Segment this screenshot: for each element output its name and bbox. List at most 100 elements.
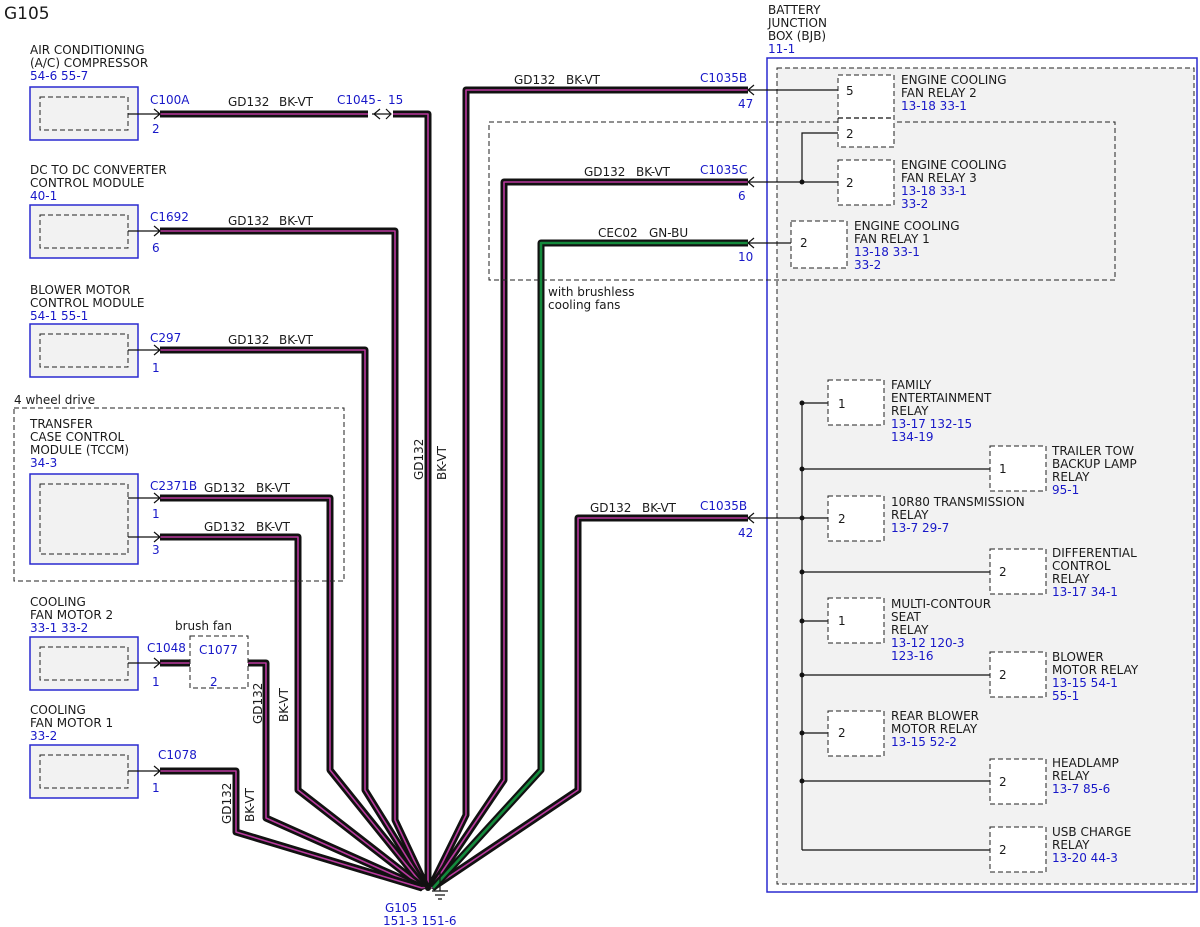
tccm-option-frame <box>13 407 345 582</box>
svg-text:ENTERTAINMENT: ENTERTAINMENT <box>891 391 992 405</box>
svg-text:2: 2 <box>999 565 1007 579</box>
relay-multi-contour-seat: 1 MULTI-CONTOUR SEAT RELAY 13-12 120-3 1… <box>827 597 991 663</box>
fan1-label-1: COOLING <box>30 703 86 717</box>
bjb-pin-bot: 42 <box>738 526 753 540</box>
svg-text:RELAY: RELAY <box>891 623 929 637</box>
relay-engine-cooling-fan-3: 2 ENGINE COOLING FAN RELAY 3 13-18 33-1 … <box>837 158 1007 211</box>
svg-text:33-2: 33-2 <box>854 258 881 272</box>
ac-refs: 54-6 55-7 <box>30 69 88 83</box>
relay-rear-blower: 2 REAR BLOWER MOTOR RELAY 13-15 52-2 <box>827 709 979 757</box>
svg-text:13-15 54-1: 13-15 54-1 <box>1052 676 1118 690</box>
dcdc-box <box>29 204 139 259</box>
svg-text:2: 2 <box>846 127 854 141</box>
bjb-pin-top: 47 <box>738 97 753 111</box>
bjb-outline <box>766 57 1198 893</box>
svg-text:2: 2 <box>846 176 854 190</box>
svg-text:ENGINE COOLING: ENGINE COOLING <box>901 158 1007 172</box>
ground-label: G105 <box>385 901 417 915</box>
fan1-wire-circuit: GD132 <box>220 783 234 824</box>
svg-text:13-15 52-2: 13-15 52-2 <box>891 735 957 749</box>
svg-text:RELAY: RELAY <box>1052 572 1090 586</box>
wire-bjb42-color: BK-VT <box>642 501 677 515</box>
svg-text:13-18 33-1: 13-18 33-1 <box>901 184 967 198</box>
wire-ac-circuit: GD132 <box>228 95 269 109</box>
blower-pin: 1 <box>152 361 160 375</box>
fan2-inline-label: brush fan <box>175 619 232 633</box>
svg-text:MOTOR RELAY: MOTOR RELAY <box>891 722 978 736</box>
svg-text:ENGINE COOLING: ENGINE COOLING <box>854 219 960 233</box>
wire-bjb6-color: BK-VT <box>636 165 671 179</box>
relay-headlamp: 2 HEADLAMP RELAY 13-7 85-6 <box>989 756 1119 805</box>
tccm-label-1: TRANSFER <box>29 417 93 431</box>
trunk-color: BK-VT <box>435 445 449 480</box>
fan-motor-1: COOLING FAN MOTOR 1 33-2 C1078 1 <box>29 703 197 799</box>
relay-family-entertainment: 1 FAMILY ENTERTAINMENT RELAY 13-17 132-1… <box>827 378 992 444</box>
wire-dcdc-circuit: GD132 <box>228 214 269 228</box>
ac-pin: 2 <box>152 122 160 136</box>
tccm-option: 4 wheel drive <box>14 393 95 407</box>
blower-box <box>29 323 139 378</box>
ac-connector: C100A <box>150 93 190 107</box>
wire-tccm1-color: BK-VT <box>256 481 291 495</box>
fan1-pin: 1 <box>152 781 160 795</box>
fan1-wire-color: BK-VT <box>243 787 257 822</box>
blower-refs: 54-1 55-1 <box>30 309 88 323</box>
fan2-box <box>29 636 139 691</box>
wire-cec02-circuit: CEC02 <box>598 226 638 240</box>
svg-text:123-16: 123-16 <box>891 649 934 663</box>
wire-bjb-47 <box>426 86 748 890</box>
wire-blower-circuit: GD132 <box>228 333 269 347</box>
tccm-module: 4 wheel drive TRANSFER CASE CONTROL MODU… <box>13 393 345 582</box>
svg-text:13-7 85-6: 13-7 85-6 <box>1052 782 1110 796</box>
tccm-refs: 34-3 <box>30 456 57 470</box>
svg-text:1: 1 <box>999 462 1007 476</box>
fan2-inline-pin: 2 <box>210 675 218 689</box>
inline-dash: - <box>377 93 381 107</box>
ac-label-2: (A/C) COMPRESSOR <box>30 56 148 70</box>
ac-compressor: AIR CONDITIONING (A/C) COMPRESSOR 54-6 5… <box>29 43 190 141</box>
bjb-label-2: JUNCTION <box>767 16 827 30</box>
wire-labels: GD132 BK-VT C1045 - 15 GD132 BK-VT GD132… <box>204 73 688 824</box>
blower-connector: C297 <box>150 331 181 345</box>
svg-text:RELAY: RELAY <box>891 404 929 418</box>
relay-blower-motor: 2 BLOWER MOTOR RELAY 13-15 54-1 55-1 <box>989 650 1139 703</box>
svg-text:13-17 34-1: 13-17 34-1 <box>1052 585 1118 599</box>
svg-text:USB CHARGE: USB CHARGE <box>1052 825 1131 839</box>
svg-text:2: 2 <box>999 843 1007 857</box>
relay-differential: 2 DIFFERENTIAL CONTROL RELAY 13-17 34-1 <box>989 546 1137 599</box>
bjb-ref: 11-1 <box>768 42 795 56</box>
tccm-label-2: CASE CONTROL <box>30 430 125 444</box>
relay-usb-charge: 2 USB CHARGE RELAY 13-20 44-3 <box>989 825 1131 873</box>
svg-text:MULTI-CONTOUR: MULTI-CONTOUR <box>891 597 991 611</box>
svg-text:RELAY: RELAY <box>891 508 929 522</box>
svg-text:RELAY: RELAY <box>1052 470 1090 484</box>
svg-text:BLOWER: BLOWER <box>1052 650 1104 664</box>
svg-text:RELAY: RELAY <box>1052 769 1090 783</box>
tccm-box <box>29 473 139 565</box>
relay-engine-cooling-fan-1: 2 ENGINE COOLING FAN RELAY 1 13-18 33-1 … <box>790 219 960 272</box>
wire-ac-color: BK-VT <box>279 95 314 109</box>
wire-bjb47-color: BK-VT <box>566 73 601 87</box>
relay-trailer-tow: 1 TRAILER TOW BACKUP LAMP RELAY 95-1 <box>989 444 1137 497</box>
svg-text:DIFFERENTIAL: DIFFERENTIAL <box>1052 546 1137 560</box>
wire-dcdc <box>160 227 431 890</box>
tccm-label-3: MODULE (TCCM) <box>30 443 129 457</box>
svg-text:CONTROL: CONTROL <box>1052 559 1111 573</box>
tccm-pin-b: 3 <box>152 543 160 557</box>
svg-text:2: 2 <box>999 775 1007 789</box>
fan2-label-2: FAN MOTOR 2 <box>30 608 113 622</box>
fan2-connector: C1048 <box>147 641 186 655</box>
bjb-conn-top: C1035B <box>700 71 747 85</box>
tccm-pin-a: 1 <box>152 507 160 521</box>
svg-text:1: 1 <box>838 397 846 411</box>
wire-bjb42-circuit: GD132 <box>590 501 631 515</box>
bjb-conn-bot: C1035B <box>700 499 747 513</box>
svg-text:2: 2 <box>838 512 846 526</box>
relay-transmission: 2 10R80 TRANSMISSION RELAY 13-7 29-7 <box>827 495 1025 542</box>
brushless-option-frame <box>488 121 1116 281</box>
blower-label-1: BLOWER MOTOR <box>30 283 130 297</box>
dcdc-pin: 6 <box>152 241 160 255</box>
svg-text:13-18 33-1: 13-18 33-1 <box>901 99 967 113</box>
brushless-label-1: with brushless <box>548 285 635 299</box>
fan1-label-2: FAN MOTOR 1 <box>30 716 113 730</box>
